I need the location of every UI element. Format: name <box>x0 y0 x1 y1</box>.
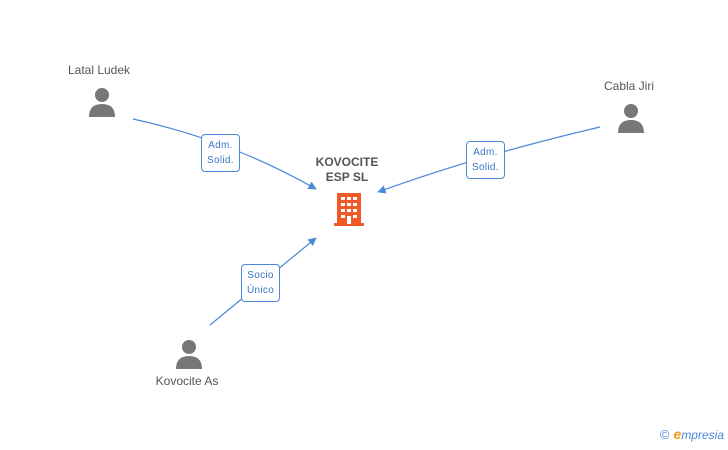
company-name[interactable]: KOVOCITE ESP SL <box>316 155 379 185</box>
brand-watermark: © empresia <box>660 426 724 442</box>
brand-logo: empresia <box>673 426 724 442</box>
copyright-icon: © <box>659 426 670 442</box>
person-name-kovocite-as[interactable]: Kovocite As <box>155 374 219 388</box>
person-icon[interactable] <box>617 103 645 133</box>
relation-label-line1: Adm. <box>208 140 233 151</box>
relation-label-line1: Socio <box>247 270 274 281</box>
building-icon[interactable] <box>333 191 365 227</box>
relation-label-line1: Adm. <box>473 147 498 158</box>
relation-label-cabla: Adm. Solid. <box>466 141 505 179</box>
relation-label-line2: Solid. <box>207 155 234 166</box>
person-name-cabla-jiri[interactable]: Cabla Jiri <box>603 79 655 93</box>
person-name-latal-ludek[interactable]: Latal Ludek <box>67 63 131 77</box>
person-icon[interactable] <box>175 339 203 369</box>
relation-label-line2: Solid. <box>472 162 499 173</box>
relation-label-latal: Adm. Solid. <box>201 134 240 172</box>
relation-label-kovocite: Socio Único <box>241 264 281 302</box>
company-name-line1: KOVOCITE <box>315 155 379 169</box>
company-name-line2: ESP SL <box>325 170 369 184</box>
person-icon[interactable] <box>88 87 116 117</box>
relation-label-line2: Único <box>247 285 275 296</box>
